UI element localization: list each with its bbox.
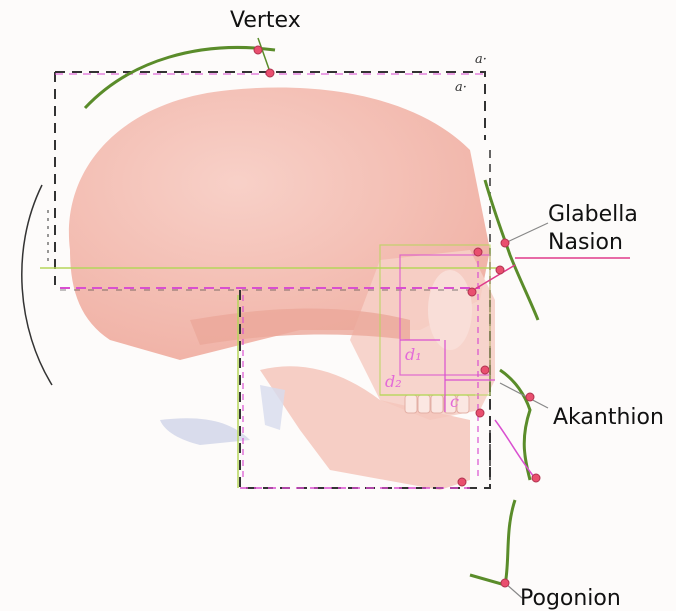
- akanthion-leader: [500, 383, 548, 408]
- landmark-akanthion: [526, 393, 534, 401]
- vertebra-hint: [160, 418, 250, 445]
- landmark-vertex: [254, 46, 262, 54]
- landmark-glabella-bone: [474, 248, 482, 256]
- teeth: [405, 395, 469, 413]
- mark-d1: d₁: [405, 345, 422, 364]
- vertex-pointer: [258, 38, 270, 72]
- landmark-lip: [476, 409, 484, 417]
- landmark-menton-bone: [458, 478, 466, 486]
- landmark-pogonion: [501, 579, 509, 587]
- label-pogonion: Pogonion: [520, 586, 621, 611]
- mark-d2: d₂: [385, 372, 402, 391]
- label-akanthion: Akanthion: [553, 405, 664, 430]
- mark-a-inner: a·: [455, 80, 467, 95]
- landmark-akanthion-bone: [481, 366, 489, 374]
- face-guide-curve: [495, 420, 535, 478]
- occiput-arc: [22, 185, 52, 385]
- landmark-nasion-skin: [496, 266, 504, 274]
- landmark-glabella: [501, 239, 509, 247]
- label-glabella: Glabella: [548, 202, 638, 227]
- mark-c: c: [450, 392, 459, 411]
- label-vertex: Vertex: [230, 8, 301, 33]
- glabella-leader: [505, 223, 548, 243]
- orbit: [428, 270, 472, 350]
- mark-a-outer: a·: [475, 52, 487, 67]
- mastoid-hint: [260, 385, 285, 430]
- landmark-vertex-lower: [266, 69, 274, 77]
- landmark-nasion-bone: [468, 288, 476, 296]
- label-nasion: Nasion: [548, 230, 623, 255]
- landmark-chin-skin: [532, 474, 540, 482]
